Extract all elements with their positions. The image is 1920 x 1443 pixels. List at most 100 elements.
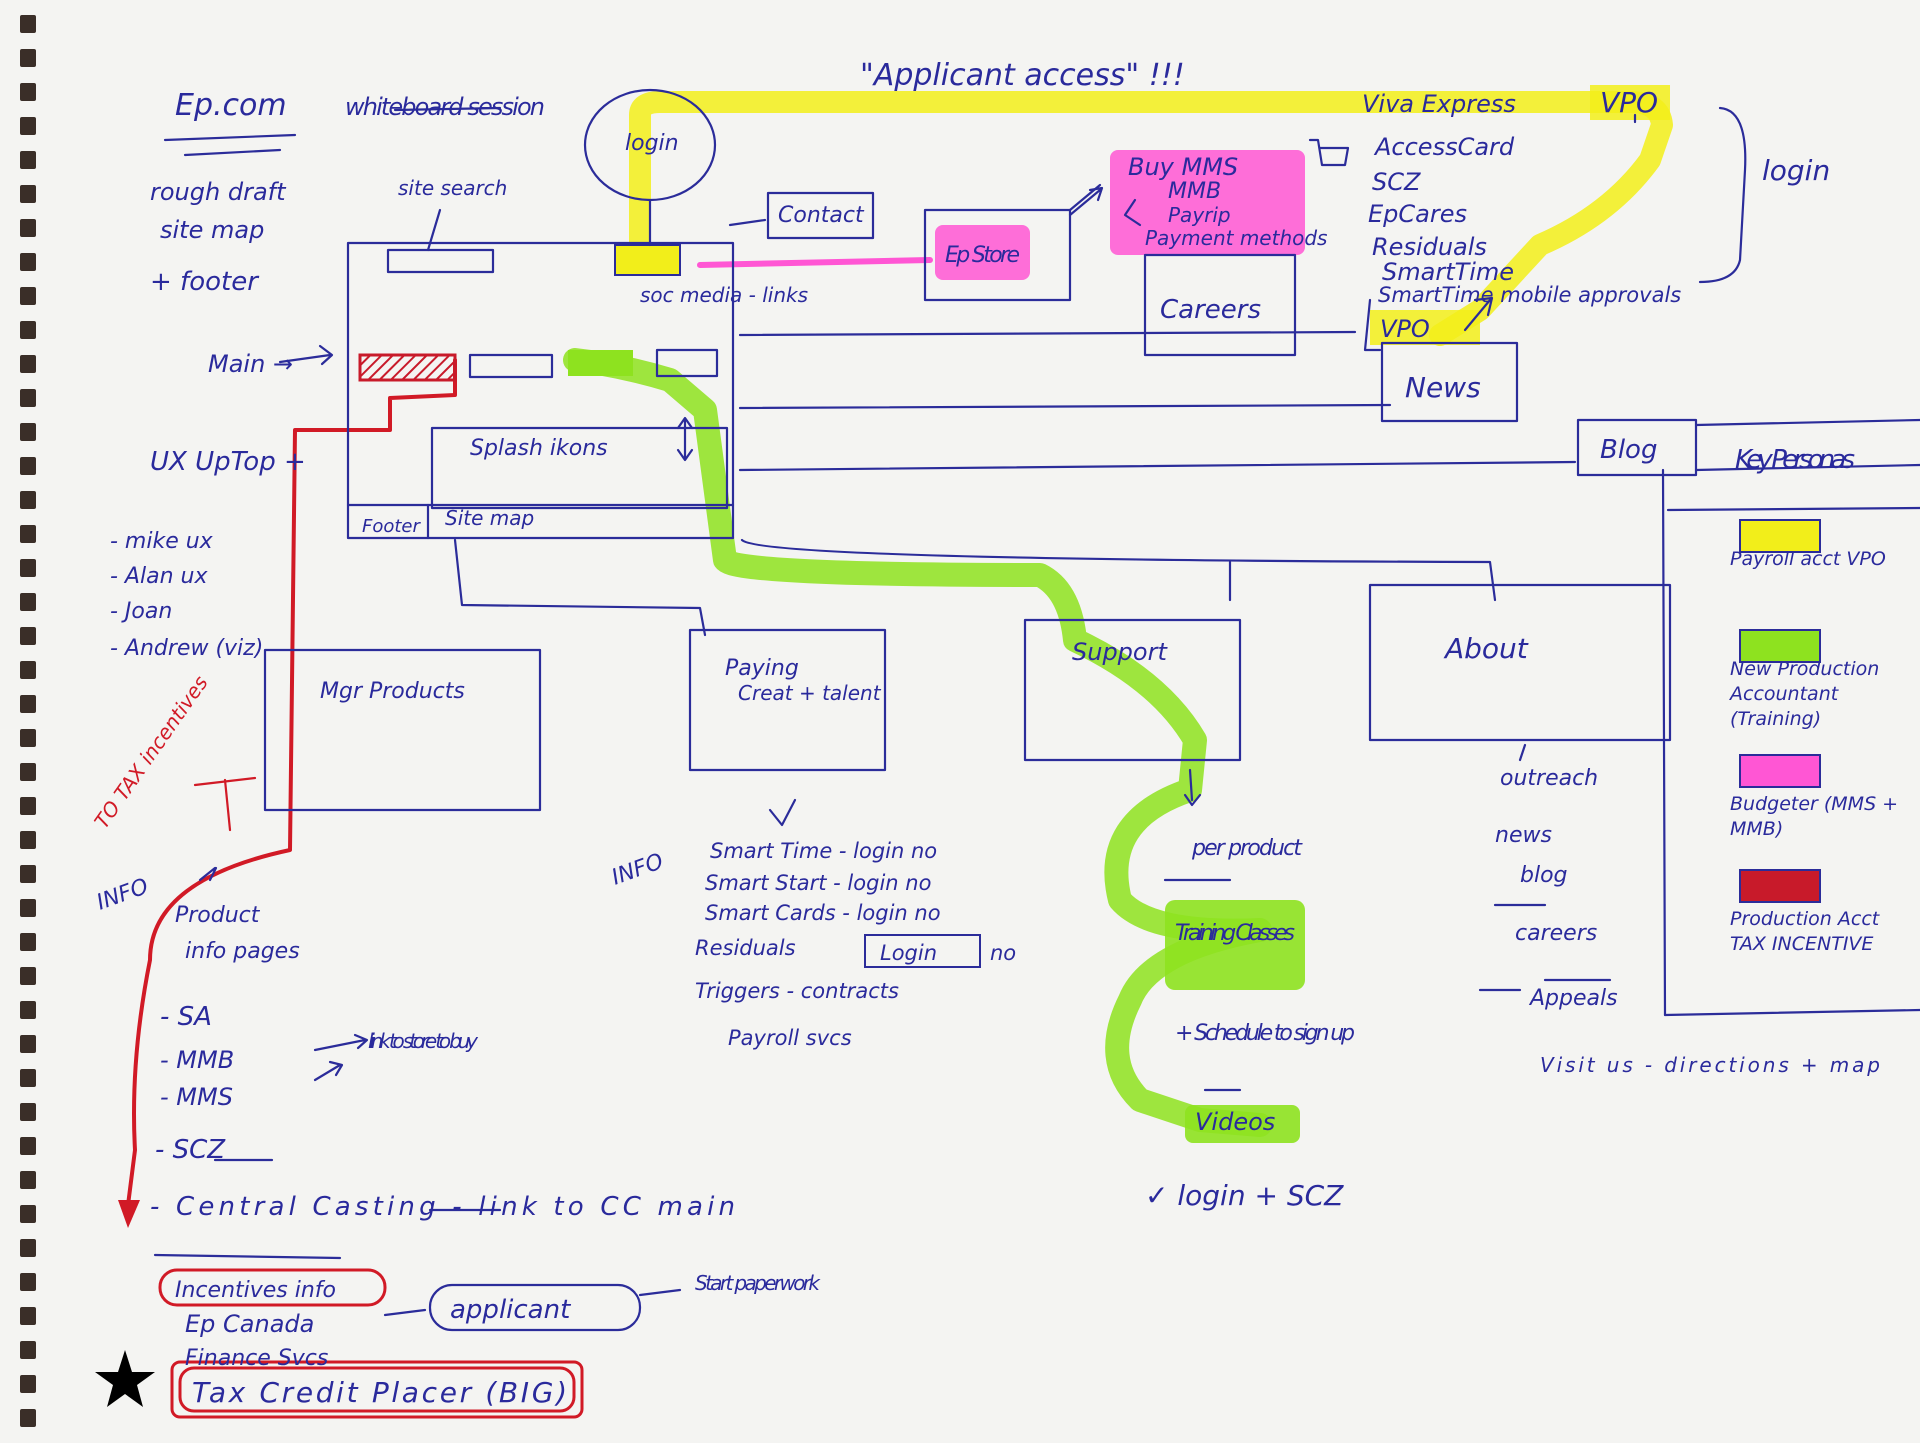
binding-hole xyxy=(20,185,36,203)
tax-credit-label: Tax Credit Placer (BIG) xyxy=(192,1376,567,1409)
info-left-line-6: - SCZ xyxy=(155,1135,226,1165)
applicant-oval-label: applicant xyxy=(450,1295,571,1325)
menu-item-5: SmartTime xyxy=(1382,258,1514,286)
about-label: About xyxy=(1443,632,1529,665)
store-label: Ep Store xyxy=(945,243,1020,268)
start-paperwork-label: Start paperwork xyxy=(695,1271,821,1295)
binding-hole xyxy=(20,491,36,509)
binding-hole xyxy=(20,321,36,339)
binding-hole xyxy=(20,899,36,917)
binding-hole xyxy=(20,729,36,747)
menu-item-6: SmartTime mobile approvals xyxy=(1378,283,1681,307)
applicant-banner: "Applicant access" !!! xyxy=(860,58,1185,93)
site-search-label: site search xyxy=(398,176,507,200)
binding-hole xyxy=(20,151,36,169)
binding-hole xyxy=(20,1409,36,1427)
binding-hole xyxy=(20,627,36,645)
info-left-line-4: - MMB xyxy=(160,1046,234,1074)
persona-swatch xyxy=(1740,870,1820,902)
info-mid-line-2: Smart Start - login no xyxy=(705,871,931,895)
info-left-line-5: - MMS xyxy=(160,1083,233,1111)
ep-canada-label: Ep Canada xyxy=(185,1310,314,1338)
info-left-line-1: Product xyxy=(175,903,261,928)
about-item-2: news xyxy=(1495,823,1552,848)
rough-line-3: + footer xyxy=(150,267,260,297)
binding-hole xyxy=(20,559,36,577)
binding-hole xyxy=(20,457,36,475)
rough-line-1: rough draft xyxy=(150,178,287,206)
info-mid-line-6: no xyxy=(990,941,1016,965)
personas-title: Key Personas xyxy=(1735,445,1855,475)
binding-hole xyxy=(20,1001,36,1019)
ux-title: UX UpTop + xyxy=(150,447,306,477)
info-left-line-3: - SA xyxy=(160,1002,212,1032)
binding-hole xyxy=(20,423,36,441)
binding-hole xyxy=(20,1103,36,1121)
binding-hole xyxy=(20,661,36,679)
main-label: Main → xyxy=(208,350,293,378)
support-item-1: per product xyxy=(1191,836,1303,861)
incentives-label: Incentives info xyxy=(175,1278,336,1303)
about-item-4: careers xyxy=(1515,921,1597,946)
paying-label-1: Paying xyxy=(725,656,799,681)
binding-hole xyxy=(20,1273,36,1291)
contact-label: Contact xyxy=(778,203,865,228)
title-ep-com: Ep.com xyxy=(175,88,287,123)
main-ikon-red xyxy=(360,355,455,380)
binding-hole xyxy=(20,83,36,101)
binding-hole xyxy=(20,797,36,815)
title-whiteboard: whiteboard session xyxy=(345,93,545,121)
viva-express-label: Viva Express xyxy=(1362,90,1516,118)
binding-hole xyxy=(20,253,36,271)
binding-hole xyxy=(20,1239,36,1257)
buy-3: Payrip xyxy=(1168,203,1231,227)
login-yellow-box xyxy=(615,245,680,275)
sitemap-label: Site map xyxy=(445,506,534,530)
mgr-products-label: Mgr Products xyxy=(320,679,465,704)
ux-member-2: - Alan ux xyxy=(110,564,208,589)
support-item-4: Videos xyxy=(1195,1108,1275,1136)
binding-hole xyxy=(20,593,36,611)
finance-label: Finance Svcs xyxy=(185,1346,328,1371)
info-left-link-note: link to store to buy xyxy=(368,1029,479,1053)
binding-hole xyxy=(20,865,36,883)
binding-hole xyxy=(20,1341,36,1359)
binding-hole xyxy=(20,525,36,543)
menu-item-2: SCZ xyxy=(1372,168,1421,196)
green-ikon-mark xyxy=(568,350,633,376)
binding-hole xyxy=(20,1375,36,1393)
binding-hole xyxy=(20,695,36,713)
binding-hole xyxy=(20,15,36,33)
support-item-2: Training Classes xyxy=(1175,921,1295,946)
binding-hole xyxy=(20,287,36,305)
about-item-3: blog xyxy=(1520,863,1568,888)
paying-label-2: Creat + talent xyxy=(738,681,882,705)
info-mid-line-4: Residuals xyxy=(695,936,796,960)
binding-hole xyxy=(20,1069,36,1087)
news-label: News xyxy=(1405,371,1481,404)
persona-label: Payroll acct VPO xyxy=(1730,548,1886,570)
info-mid-line-1: Smart Time - login no xyxy=(710,839,937,863)
info-left-line-2: info pages xyxy=(185,939,300,964)
menu-item-1: AccessCard xyxy=(1373,133,1515,161)
login-right-label: login xyxy=(1762,154,1830,187)
support-item-5: ✓ login + SCZ xyxy=(1145,1179,1344,1212)
support-item-3: + Schedule to sign up xyxy=(1175,1021,1355,1046)
binding-hole xyxy=(20,355,36,373)
menu-item-3: EpCares xyxy=(1368,200,1467,228)
binding-hole xyxy=(20,389,36,407)
binding-hole xyxy=(20,1205,36,1223)
ux-member-1: - mike ux xyxy=(110,529,214,554)
binding-hole xyxy=(20,1307,36,1325)
binding-hole xyxy=(20,933,36,951)
binding-hole xyxy=(20,1137,36,1155)
vpo-top-label: VPO xyxy=(1600,86,1658,119)
buy-1: Buy MMS xyxy=(1128,153,1238,181)
binding-hole xyxy=(20,831,36,849)
info-mid-line-7: Triggers - contracts xyxy=(695,979,899,1003)
ux-member-4: - Andrew (viz) xyxy=(110,636,263,661)
info-mid-line-8: Payroll svcs xyxy=(728,1026,852,1050)
persona-swatch xyxy=(1740,755,1820,787)
